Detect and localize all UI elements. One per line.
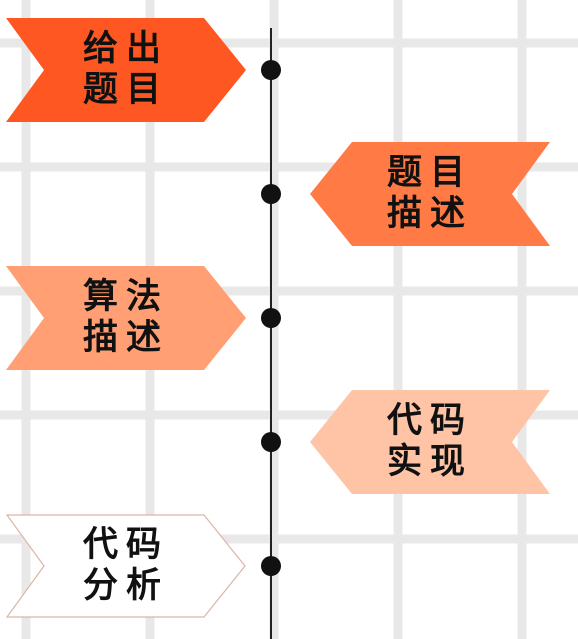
step-3-shape bbox=[6, 266, 246, 370]
timeline-dot-5 bbox=[261, 556, 281, 576]
step-3-flag: 算法 描述 bbox=[6, 266, 246, 370]
timeline-dot-2 bbox=[261, 184, 281, 204]
step-2-line-2: 描述 bbox=[386, 194, 473, 234]
step-1-shape bbox=[6, 18, 246, 122]
step-4-shape bbox=[310, 390, 550, 494]
step-5-shape bbox=[6, 514, 246, 618]
step-5-line-1: 代码 bbox=[82, 525, 169, 565]
timeline-dot-4 bbox=[261, 432, 281, 452]
step-2-flag: 题目 描述 bbox=[310, 142, 550, 246]
step-4-flag: 代码 实现 bbox=[310, 390, 550, 494]
step-1-line-1: 给出 bbox=[82, 29, 169, 69]
step-2-label: 题目 描述 bbox=[350, 142, 510, 246]
step-3-line-2: 描述 bbox=[82, 318, 169, 358]
step-4-line-2: 实现 bbox=[386, 442, 473, 482]
timeline-dot-3 bbox=[261, 308, 281, 328]
timeline-dot-1 bbox=[261, 60, 281, 80]
step-4-polygon bbox=[310, 390, 550, 494]
step-1-polygon bbox=[6, 18, 246, 122]
step-2-polygon bbox=[310, 142, 550, 246]
step-3-label: 算法 描述 bbox=[46, 266, 206, 370]
step-4-label: 代码 实现 bbox=[350, 390, 510, 494]
step-2-line-1: 题目 bbox=[386, 153, 473, 193]
step-5-line-2: 分析 bbox=[82, 566, 169, 606]
step-1-flag: 给出 题目 bbox=[6, 18, 246, 122]
step-5-flag: 代码 分析 bbox=[6, 514, 246, 618]
step-4-line-1: 代码 bbox=[386, 401, 473, 441]
step-3-line-1: 算法 bbox=[82, 277, 169, 317]
step-5-label: 代码 分析 bbox=[46, 514, 206, 618]
step-1-label: 给出 题目 bbox=[46, 18, 206, 122]
step-2-shape bbox=[310, 142, 550, 246]
step-3-polygon bbox=[6, 266, 246, 370]
step-1-line-2: 题目 bbox=[82, 70, 169, 110]
step-5-polygon bbox=[6, 514, 246, 618]
